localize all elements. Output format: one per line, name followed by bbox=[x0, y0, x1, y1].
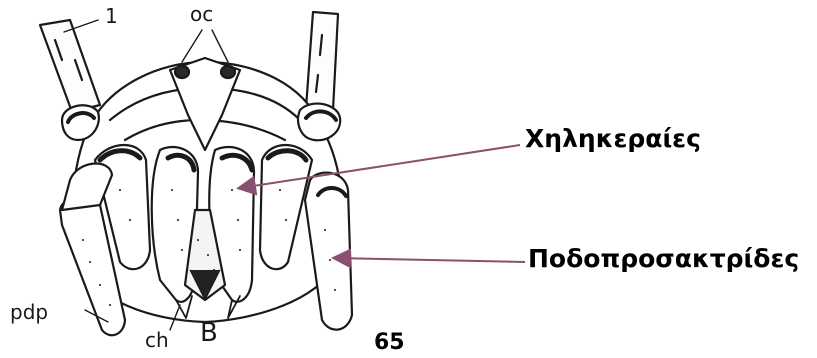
label-B: B bbox=[200, 318, 218, 348]
page-number: 65 bbox=[374, 330, 405, 355]
eye-left bbox=[175, 66, 189, 78]
leader-oc-left bbox=[182, 30, 202, 62]
callout-pedipalps: Ποδοπροσακτρίδες bbox=[528, 244, 799, 273]
eye-right bbox=[221, 66, 235, 78]
coxa-right bbox=[298, 104, 340, 141]
callout-chelicerae: Χηληκεραίες bbox=[525, 124, 701, 153]
pedipalp-right bbox=[305, 173, 352, 330]
label-1: 1 bbox=[105, 4, 118, 28]
leg-right bbox=[306, 12, 338, 110]
arrow-pedipalps bbox=[335, 258, 525, 262]
label-pdp: pdp bbox=[10, 300, 48, 324]
label-ch: ch bbox=[145, 328, 169, 352]
leg-left bbox=[40, 20, 100, 112]
leader-oc-right bbox=[212, 30, 228, 62]
label-oc: oc bbox=[190, 2, 213, 26]
